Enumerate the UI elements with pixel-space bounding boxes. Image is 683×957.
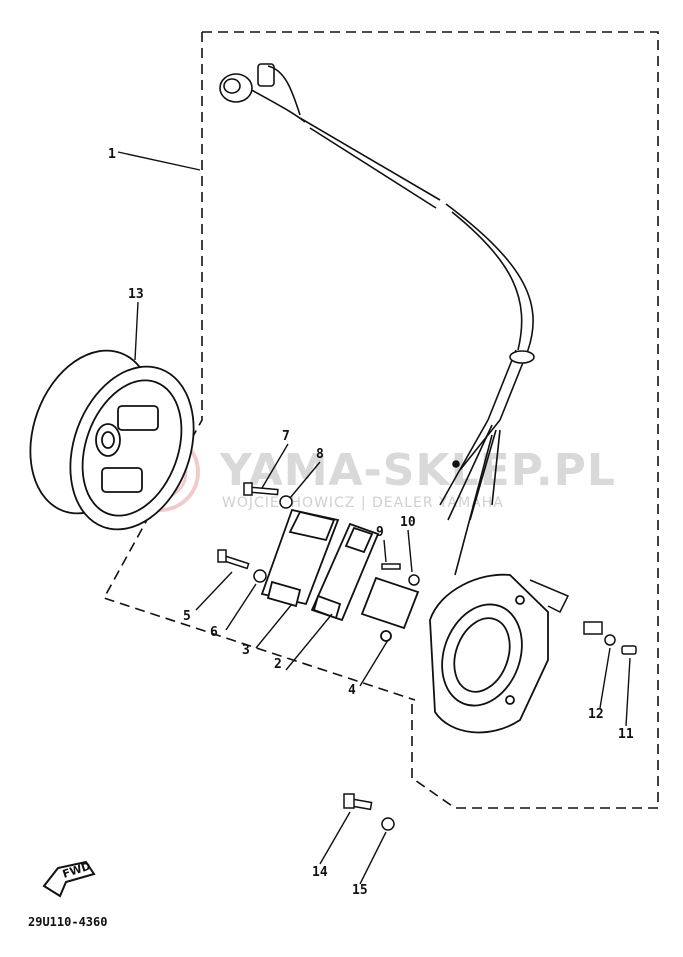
washer-15	[381, 817, 395, 831]
flywheel-rotor	[29, 349, 195, 531]
washer-10	[408, 574, 420, 586]
callout-7: 7	[282, 429, 290, 444]
stator-base-plate	[429, 573, 549, 734]
washer-8	[279, 495, 293, 509]
watermark-main-text: YAMA-SKLEP.PL	[219, 445, 616, 496]
callout-6: 6	[210, 625, 218, 640]
callout-labels: 1 2 3 4 5 6 7 8 9 10 11 12 13 14 15	[108, 147, 634, 898]
washer-12	[604, 634, 616, 646]
screw-11	[621, 645, 637, 655]
callout-1: 1	[108, 147, 116, 162]
callout-9: 9	[376, 525, 384, 540]
charge-coil	[310, 522, 380, 622]
forward-arrow-icon: FWD	[42, 860, 96, 898]
callout-5: 5	[183, 609, 191, 624]
pulser-coil	[260, 508, 340, 608]
bolt-9	[381, 563, 401, 570]
wire-bracket	[529, 579, 603, 635]
wire-harness	[219, 63, 535, 576]
washer-6	[253, 569, 267, 583]
watermark-sub-text: WOJCIECHOWICZ | DEALER YAMAHA	[222, 495, 504, 511]
callout-10: 10	[400, 515, 416, 530]
diagram-code: 29U110-4360	[28, 915, 107, 929]
callout-8: 8	[316, 447, 324, 462]
watermark: YAMA-SKLEP.PL WOJCIECHOWICZ | DEALER YAM…	[120, 432, 616, 512]
callout-15: 15	[352, 883, 368, 898]
callout-4: 4	[348, 683, 356, 698]
bolt-5	[217, 549, 250, 570]
bolt-7	[243, 482, 279, 496]
callout-13: 13	[128, 287, 144, 302]
leader-lines	[117, 151, 631, 885]
callout-12: 12	[588, 707, 604, 722]
callout-2: 2	[274, 657, 282, 672]
callout-11: 11	[618, 727, 634, 742]
lighting-coil	[360, 576, 420, 642]
fasteners	[217, 482, 637, 831]
bolt-14	[343, 793, 373, 811]
callout-14: 14	[312, 865, 328, 880]
callout-3: 3	[242, 643, 250, 658]
